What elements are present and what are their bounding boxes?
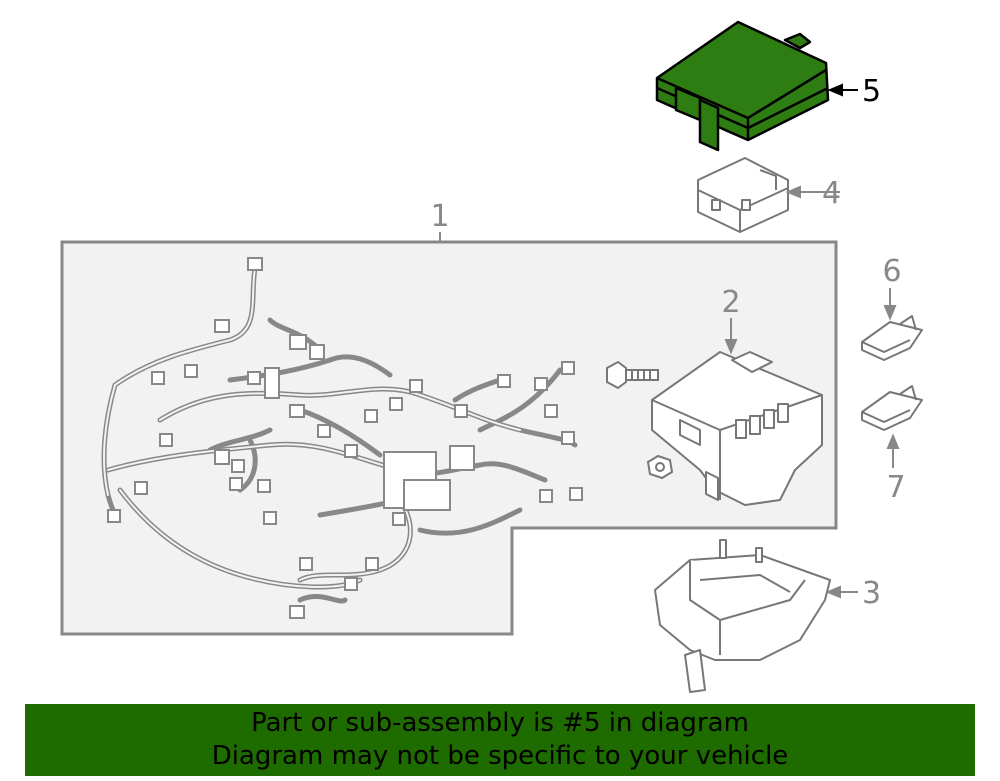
harness-panel	[60, 240, 838, 636]
callout-5: 5	[862, 74, 881, 109]
banner-line-1: Part or sub-assembly is #5 in diagram	[251, 708, 749, 738]
callout-3: 3	[862, 576, 881, 611]
connector-bracket	[697, 157, 789, 233]
info-banner: Part or sub-assembly is #5 in diagram Di…	[25, 704, 975, 776]
leader-line-5	[827, 83, 858, 97]
relay-block	[651, 351, 823, 506]
fuse-7	[861, 385, 923, 431]
bolt	[606, 360, 659, 390]
fuse-box-cover-highlighted	[655, 20, 830, 152]
leader-lines	[439, 185, 900, 599]
fuse-6	[861, 315, 923, 361]
callout-6: 6	[882, 254, 901, 289]
tray	[654, 539, 831, 693]
callout-4: 4	[822, 176, 841, 211]
callout-7: 7	[886, 470, 905, 505]
harness-connectors	[107, 257, 583, 619]
banner-line-2: Diagram may not be specific to your vehi…	[211, 741, 789, 771]
nut	[646, 454, 674, 480]
callout-1: 1	[430, 199, 449, 234]
callout-2: 2	[721, 285, 740, 320]
